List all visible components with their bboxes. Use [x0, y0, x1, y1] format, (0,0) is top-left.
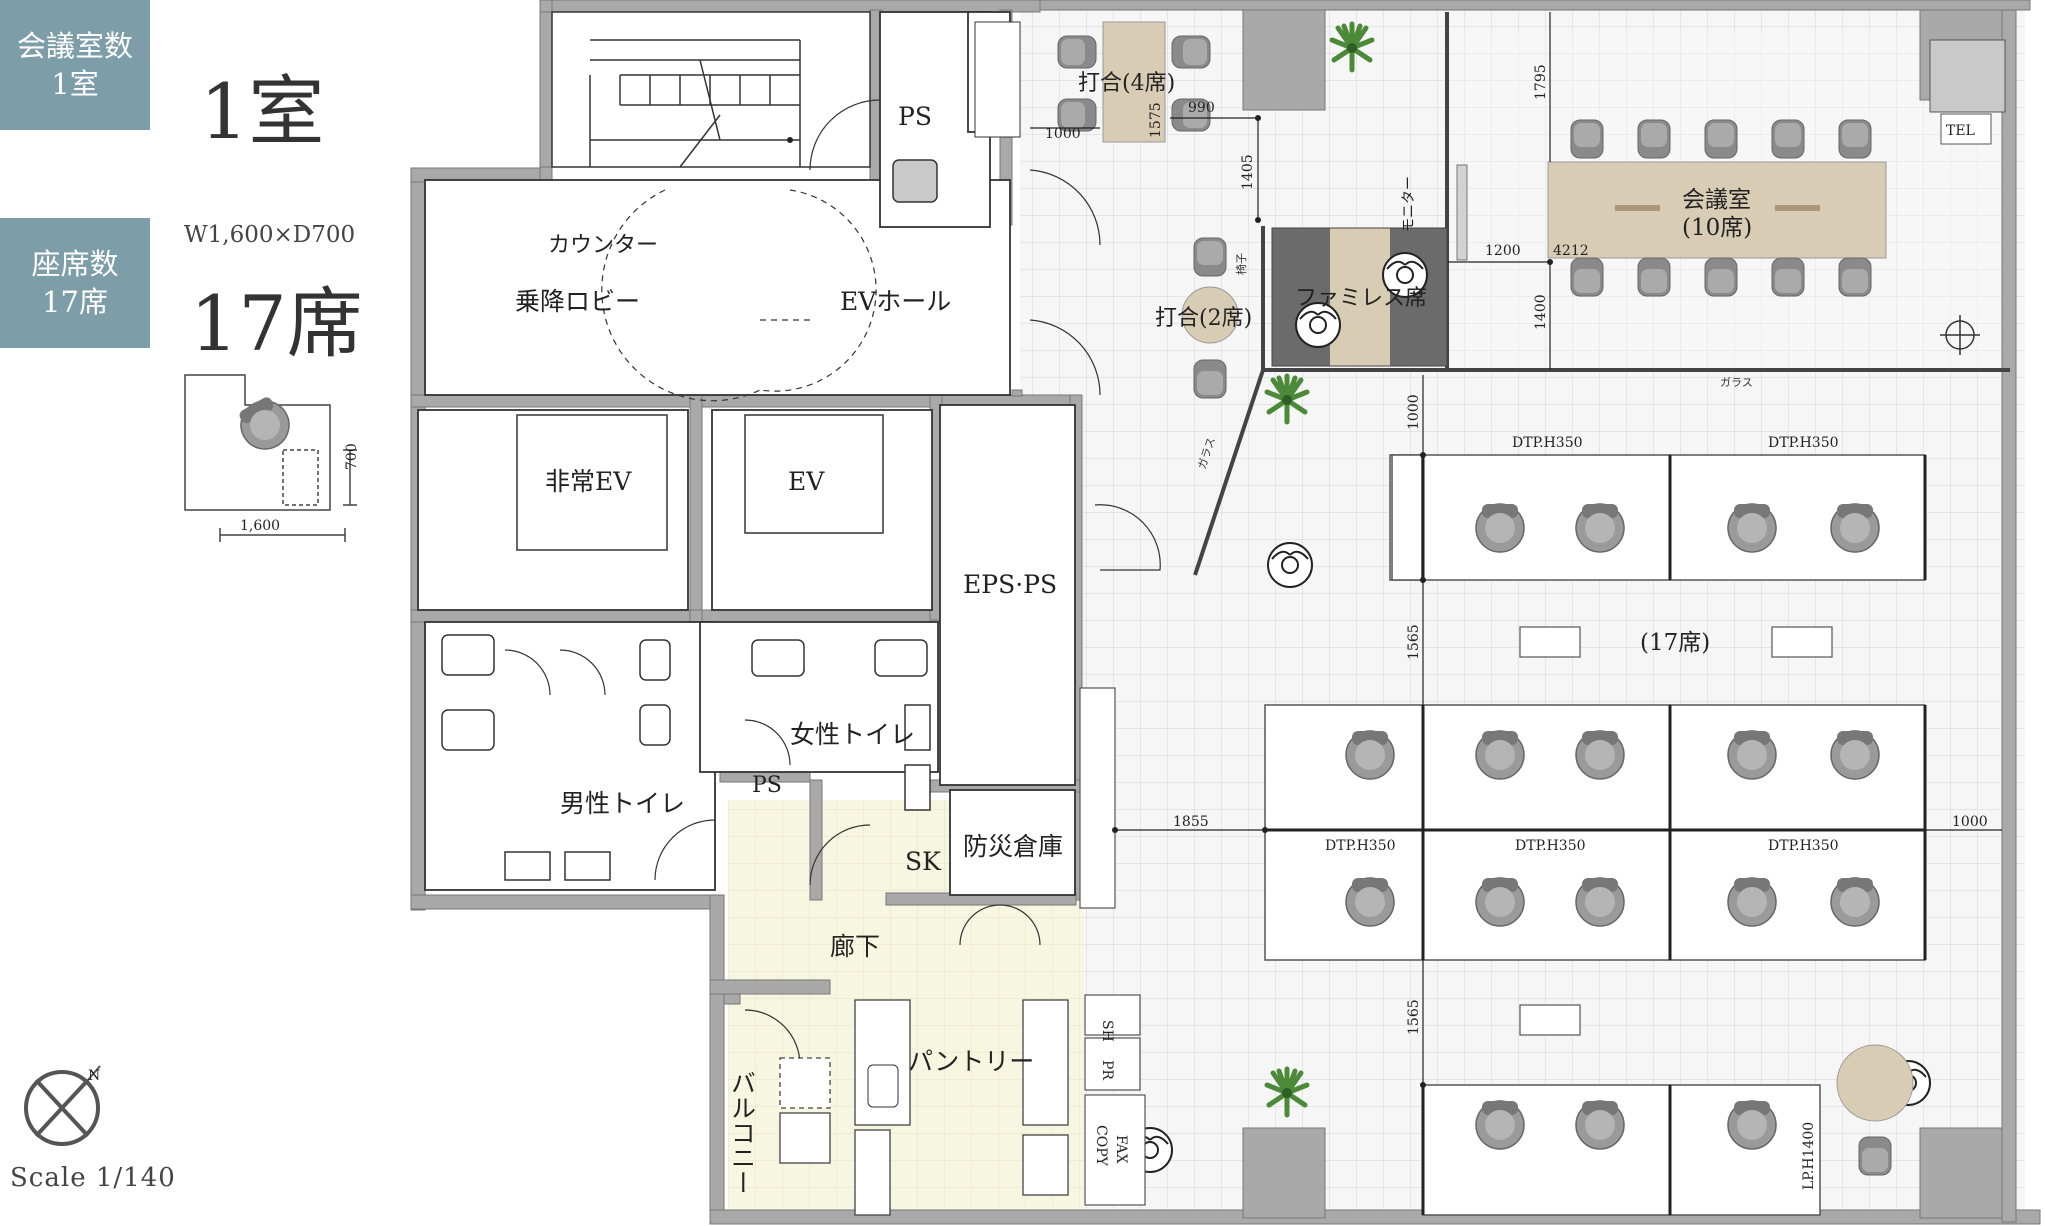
- meeting-room-count-badge: 会議室数 1室: [0, 0, 150, 130]
- desk-size-label: W1,600×D700: [184, 222, 356, 248]
- chair-note-label: 椅子: [1234, 253, 1248, 275]
- partition-label-1: DTP.H350: [1512, 435, 1583, 451]
- seat-count-title: 座席数: [31, 247, 119, 281]
- dim-1000c: 1000: [1952, 814, 1988, 830]
- ps-top-label: PS: [898, 102, 932, 131]
- seat-count-sub: 17席: [42, 285, 108, 319]
- desk-depth-dim: 700: [344, 443, 360, 470]
- compass-icon: [24, 1065, 101, 1146]
- pantry-label: パントリー: [908, 1047, 1034, 1076]
- counter-label: カウンター: [548, 233, 658, 258]
- partition-label-5: DTP.H350: [1768, 838, 1839, 854]
- storage-label: 防災倉庫: [963, 832, 1063, 861]
- womens-toilet-label: 女性トイレ: [790, 720, 915, 749]
- seat-count-value: 17席: [190, 279, 363, 368]
- ev-hall-label: EVホール: [840, 287, 951, 316]
- partition-label-4: DTP.H350: [1515, 838, 1586, 854]
- pr-label: PR: [1099, 1060, 1115, 1080]
- eps-ps-label: EPS·PS: [963, 570, 1057, 599]
- ps-small-label: PS: [752, 773, 782, 798]
- partition-label-3: DTP.H350: [1325, 838, 1396, 854]
- fax-label: FAX: [1113, 1135, 1129, 1164]
- copy-label: COPY: [1093, 1125, 1109, 1167]
- dim-4212: 4212: [1553, 243, 1589, 259]
- dim-1575: 1575: [1148, 102, 1164, 138]
- dim-1795: 1795: [1533, 64, 1549, 100]
- desk-width-dim: 1,600: [240, 518, 280, 534]
- emergency-ev-label: 非常EV: [545, 467, 632, 496]
- tel-label: TEL: [1946, 123, 1975, 139]
- dim-1200: 1200: [1485, 243, 1521, 259]
- meeting-room-count-value: 1室: [200, 67, 325, 156]
- family-seats-label: ファミレス席: [1295, 286, 1427, 311]
- lobby-label: 乗降ロビー: [515, 287, 640, 316]
- lp-label: LP.H1400: [1801, 1122, 1817, 1190]
- meeting-room-label: 会議室: [1682, 187, 1751, 213]
- dim-1565b: 1565: [1406, 999, 1422, 1035]
- dim-1400: 1400: [1533, 294, 1549, 330]
- dim-1565a: 1565: [1406, 624, 1422, 660]
- dim-1000a: 1000: [1045, 126, 1081, 142]
- monitor-label: モニター: [1401, 176, 1417, 232]
- meeting-room-count-sub: 1室: [51, 67, 99, 101]
- meeting-2-label: 打合(2席): [1155, 306, 1252, 331]
- dim-1855: 1855: [1173, 814, 1209, 830]
- sk-label: SK: [905, 847, 942, 876]
- partition-label-2: DTP.H350: [1768, 435, 1839, 451]
- dim-1405: 1405: [1240, 154, 1256, 190]
- corridor-label: 廊下: [830, 932, 880, 961]
- seat-count-badge: 座席数 17席: [0, 218, 150, 348]
- ev-label: EV: [788, 467, 825, 496]
- compass-north-label: N: [88, 1068, 100, 1084]
- work-area-seats-label: (17席): [1640, 630, 1710, 656]
- sh-label: SH: [1099, 1020, 1115, 1042]
- meeting-4-label: 打合(4席): [1078, 71, 1175, 96]
- dim-990: 990: [1188, 100, 1215, 116]
- meeting-room-count-title: 会議室数: [16, 29, 133, 63]
- balcony-label: バルコニー: [728, 1070, 757, 1195]
- mens-toilet-label: 男性トイレ: [560, 789, 685, 818]
- dim-1000b: 1000: [1406, 394, 1422, 430]
- glass-label-horizontal: ガラス: [1720, 376, 1753, 389]
- scale-label: Scale 1/140: [10, 1163, 176, 1193]
- meeting-room-seats-label: (10席): [1682, 215, 1752, 241]
